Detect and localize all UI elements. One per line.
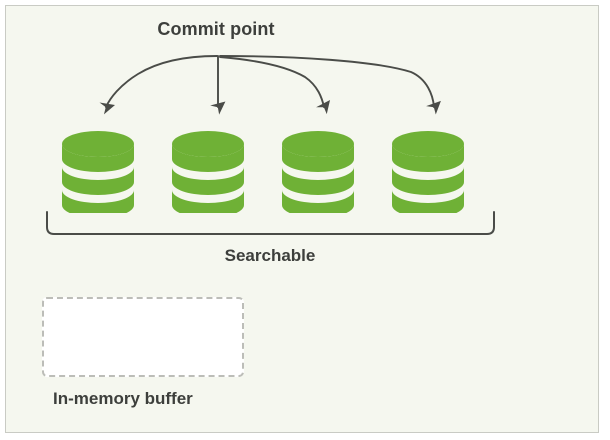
database-icon xyxy=(282,131,354,218)
segment-cylinder-1 xyxy=(55,125,141,218)
in-memory-buffer-box xyxy=(42,297,244,377)
arrow-to-segment-1 xyxy=(99,55,218,115)
database-icon xyxy=(392,131,464,218)
in-memory-buffer-label: In-memory buffer xyxy=(53,389,193,408)
diagram-panel: Commit point xyxy=(5,5,599,433)
database-icon xyxy=(62,131,134,218)
arrow-to-segment-3 xyxy=(219,56,331,115)
searchable-label: Searchable xyxy=(224,246,316,265)
arrow-to-segment-4 xyxy=(219,55,441,115)
segment-cylinder-2 xyxy=(165,125,251,218)
segment-cylinder-3 xyxy=(275,125,361,218)
database-icon xyxy=(172,131,244,218)
segment-row xyxy=(55,125,485,218)
segment-cylinder-4 xyxy=(385,125,471,218)
commit-point-label: Commit point xyxy=(157,19,275,39)
bracket-path xyxy=(46,211,495,235)
